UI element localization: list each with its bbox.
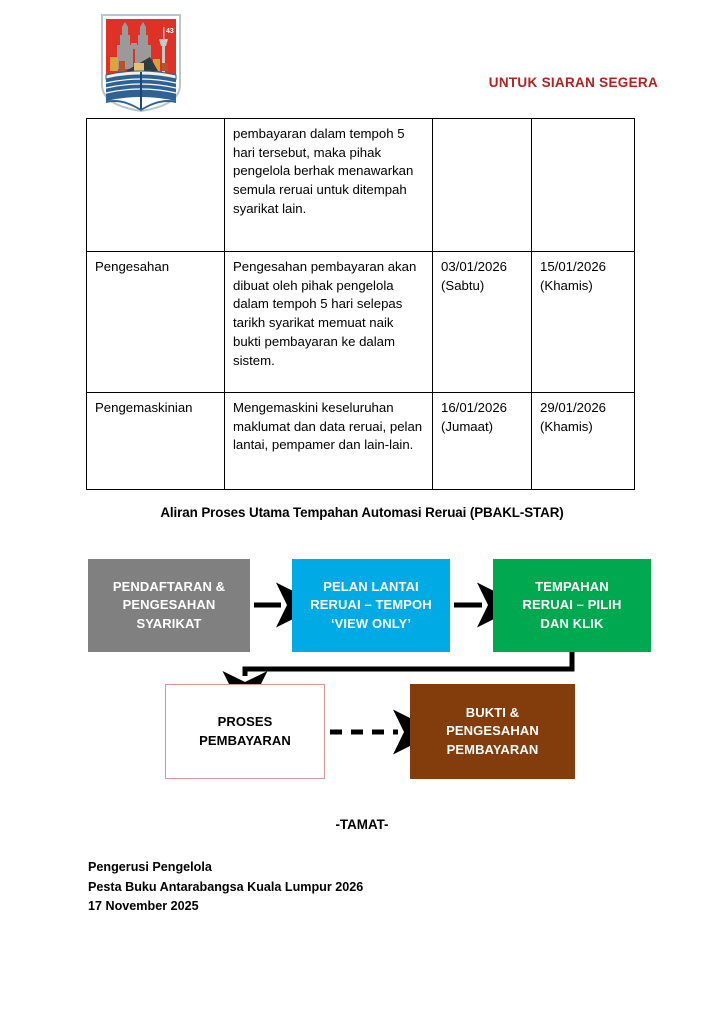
flow-box-line-1: TEMPAHAN [535, 578, 609, 594]
flow-box-pelan-lantai-reruai[interactable]: PELAN LANTAI RERUAI – TEMPOH ‘VIEW ONLY’ [292, 559, 450, 652]
flow-box-line-1: PELAN LANTAI [323, 578, 419, 594]
start-date-value: 03/01/2026 [441, 259, 508, 274]
flow-box-tempahan-reruai[interactable]: TEMPAHAN RERUAI – PILIH DAN KLIK [493, 559, 651, 652]
flow-box-proses-pembayaran[interactable]: PROSES PEMBAYARAN [165, 684, 325, 779]
schedule-table: pembayaran dalam tempoh 5 hari tersebut,… [86, 118, 635, 490]
end-day-value: (Khamis) [540, 277, 593, 293]
signature-date: 17 November 2025 [88, 899, 199, 914]
cell-start-date: 03/01/2026 (Sabtu) [432, 251, 532, 393]
table-row: Pengemaskinian Mengemaskini keseluruhan … [86, 392, 635, 490]
cell-end-date [531, 118, 635, 252]
svg-text:43: 43 [166, 28, 174, 35]
end-date-value: 29/01/2026 [540, 400, 607, 415]
start-day-value: (Sabtu) [441, 277, 485, 293]
cell-phase [86, 118, 225, 252]
start-date-value: 16/01/2026 [441, 400, 508, 415]
start-day-value: (Jumaat) [441, 418, 494, 434]
flow-box-line-2: RERUAI – PILIH [522, 597, 622, 613]
flow-box-line-3: ‘VIEW ONLY’ [330, 615, 412, 631]
flow-box-line-2: RERUAI – TEMPOH [310, 597, 432, 613]
flow-box-line-1: PENDAFTARAN & [112, 578, 226, 594]
pbakl-logo-icon: 43 [98, 13, 184, 113]
end-marker: -TAMAT- [335, 817, 389, 832]
end-date-value: 15/01/2026 [540, 259, 607, 274]
signature-role: Pengerusi Pengelola [88, 860, 212, 874]
release-note-label: UNTUK SIARAN SEGERA [488, 75, 658, 90]
cell-description: Mengemaskini keseluruhan maklumat dan da… [224, 392, 433, 490]
flow-box-line-1: BUKTI & [465, 704, 520, 720]
cell-phase: Pengesahan [86, 251, 225, 393]
end-day-value: (Khamis) [540, 418, 593, 434]
flow-box-bukti-pengesahan-pembayaran[interactable]: BUKTI & PENGESAHAN PEMBAYARAN [410, 684, 575, 779]
flow-box-line-1: PROSES [217, 714, 273, 730]
flow-box-line-2: PENGESAHAN [122, 597, 216, 613]
flow-box-line-3: SYARIKAT [136, 615, 202, 631]
signature-organisation: Pesta Buku Antarabangsa Kuala Lumpur 202… [88, 879, 364, 894]
signature-block: Pengerusi Pengelola Pesta Buku Antaraban… [88, 858, 363, 917]
cell-start-date [432, 118, 532, 252]
flow-box-line-2: PEMBAYARAN [199, 732, 291, 748]
flow-diagram: PENDAFTARAN & PENGESAHAN SYARIKAT PELAN … [0, 545, 724, 800]
flow-box-line-3: PEMBAYARAN [446, 741, 539, 757]
cell-description: Pengesahan pembayaran akan dibuat oleh p… [224, 251, 433, 393]
cell-start-date: 16/01/2026 (Jumaat) [432, 392, 532, 490]
cell-phase: Pengemaskinian [86, 392, 225, 490]
flow-box-line-3: DAN KLIK [540, 615, 604, 631]
table-row: pembayaran dalam tempoh 5 hari tersebut,… [86, 118, 635, 252]
flow-diagram-title: Aliran Proses Utama Tempahan Automasi Re… [160, 505, 564, 520]
flow-box-line-2: PENGESAHAN [446, 723, 539, 739]
page-header: 43 UNTUK SIARAN SEGERA [0, 0, 724, 118]
cell-end-date: 15/01/2026 (Khamis) [531, 251, 635, 393]
flow-box-pendaftaran-pengesahan-syarikat[interactable]: PENDAFTARAN & PENGESAHAN SYARIKAT [88, 559, 250, 652]
table-row: Pengesahan Pengesahan pembayaran akan di… [86, 251, 635, 393]
cell-description: pembayaran dalam tempoh 5 hari tersebut,… [224, 118, 433, 252]
cell-end-date: 29/01/2026 (Khamis) [531, 392, 635, 490]
